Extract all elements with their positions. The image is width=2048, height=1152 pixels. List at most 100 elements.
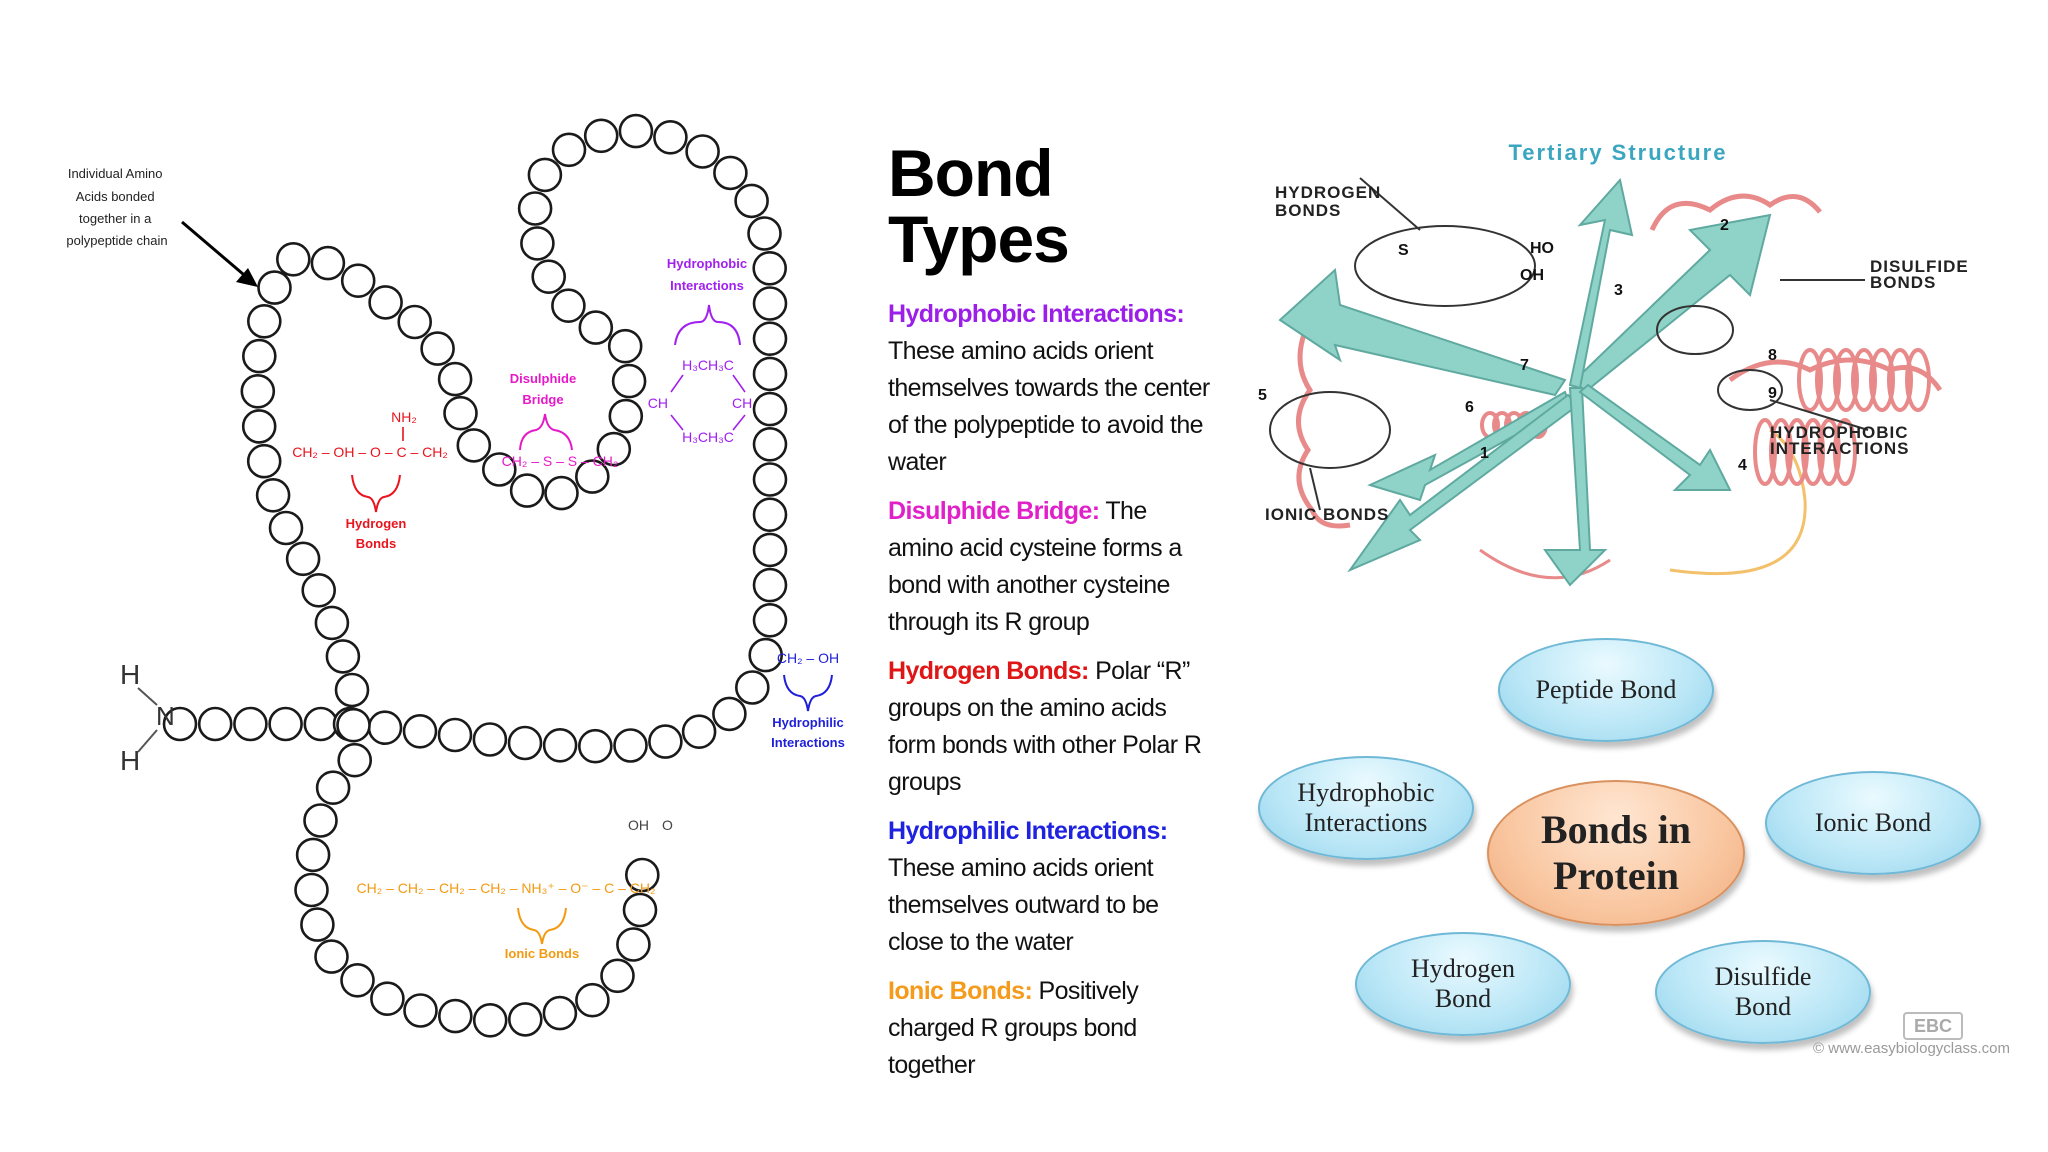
svg-text:6: 6: [1465, 399, 1474, 416]
amino-acid-bead: [748, 637, 784, 673]
amino-acid-bead: [246, 303, 282, 339]
amino-acid-bead: [301, 572, 337, 608]
amino-acid-bead: [507, 1002, 543, 1037]
amino-acid-bead: [397, 304, 433, 340]
amino-acid-bead: [303, 706, 339, 742]
helix-loop: [1801, 418, 1825, 486]
helix-loop: [1797, 348, 1823, 412]
bond-type-desc: These amino acids orient themselves outw…: [888, 854, 1159, 956]
amino-acid-bead: [752, 426, 788, 462]
amino-acid-bead: [507, 725, 543, 761]
amino-acid-bead: [233, 706, 268, 742]
amino-acid-bead: [734, 670, 770, 705]
helix-loop: [1817, 418, 1841, 486]
svg-text:H: H: [120, 745, 140, 776]
svg-text:HO: HO: [1530, 240, 1554, 257]
helix-loop: [1753, 418, 1777, 486]
svg-text:S: S: [1398, 242, 1409, 259]
amino-acid-bead: [577, 728, 613, 764]
svg-text:9: 9: [1768, 385, 1777, 402]
amino-acid-bead: [747, 216, 782, 251]
bond-types-panel: Bond Types Hydrophobic Interactions: The…: [888, 140, 1218, 1096]
amino-acid-bead: [268, 510, 304, 546]
bubble-hydrogen-bond: Hydrogen Bond: [1355, 932, 1571, 1036]
amino-acid-bead: [752, 497, 788, 533]
svg-text:4: 4: [1738, 457, 1747, 474]
note-arrow-icon: [181, 220, 258, 287]
watermark: © www.easybiologyclass.com: [1800, 1040, 2010, 1057]
copyright-icon: ©: [1813, 1040, 1825, 1057]
amino-acid-bead: [334, 672, 370, 708]
svg-text:8: 8: [1768, 347, 1777, 364]
amino-acid-bead: [527, 157, 563, 193]
amino-acid-bead: [752, 356, 788, 392]
svg-text:2: 2: [1720, 217, 1729, 234]
svg-text:Bonds: Bonds: [356, 536, 396, 551]
amino-acid-beads: [162, 113, 788, 1038]
amino-acid-bead: [596, 431, 632, 467]
ionic-bonds-label: IONIC BONDS: [1265, 505, 1389, 524]
bond-type-desc: Polar “R” groups on the amino acids form…: [888, 657, 1202, 796]
amino-acid-bead: [600, 958, 635, 994]
amino-acid-bead: [162, 706, 198, 742]
tertiary-title: Tertiary Structure: [1509, 140, 1728, 165]
amino-acid-bead: [367, 710, 403, 746]
svg-text:5: 5: [1258, 387, 1267, 404]
amino-acid-bead: [437, 361, 473, 397]
amino-acid-bead: [402, 713, 438, 749]
svg-text:H: H: [120, 659, 140, 690]
amino-acid-bead: [752, 462, 788, 497]
bubble-ionic-bond: Ionic Bond: [1765, 771, 1981, 875]
amino-acid-bead: [611, 363, 647, 399]
helix-loop: [1785, 418, 1809, 486]
helix-loop: [1887, 348, 1913, 412]
amino-acid-bead: [420, 331, 455, 366]
amino-acid-bead: [240, 373, 276, 409]
amino-acid-bead: [607, 328, 643, 364]
amino-acid-bead: [613, 728, 648, 763]
watermark-url: www.easybiologyclass.com: [1828, 1040, 2010, 1057]
amino-acid-bead: [752, 250, 788, 286]
helix-loop: [1833, 348, 1859, 412]
amino-acid-bead: [734, 183, 769, 219]
amino-acid-bead: [403, 993, 438, 1028]
amino-acid-bead: [544, 475, 579, 511]
svg-text:1: 1: [1480, 445, 1489, 462]
amino-acid-bead: [303, 803, 338, 838]
amino-acid-bead: [712, 696, 747, 732]
svg-text:Ionic Bonds: Ionic Bonds: [505, 946, 579, 961]
svg-text:N: N: [156, 701, 175, 731]
svg-text:3: 3: [1614, 282, 1623, 299]
amino-acid-bead: [472, 1002, 508, 1038]
svg-text:CH₂ – S – S – CH₂: CH₂ – S – S – CH₂: [502, 453, 619, 469]
amino-acid-bead: [583, 118, 619, 154]
bubble-hydrophobic-interactions: Hydrophobic Interactions: [1258, 756, 1474, 860]
amino-acid-bead: [520, 226, 555, 261]
amino-acid-bead: [752, 391, 788, 427]
amino-acid-bead: [542, 727, 578, 763]
svg-text:O: O: [662, 817, 673, 833]
amino-acid-bead: [472, 722, 508, 757]
amino-acid-bead: [241, 338, 277, 374]
amino-acid-bead: [437, 998, 473, 1034]
amino-acid-bead: [752, 286, 788, 321]
amino-acid-bead: [616, 927, 651, 962]
structure-arrows: [1278, 177, 1772, 587]
amino-acid-bead: [295, 837, 331, 873]
bond-type-ionic: Ionic Bonds: Positively charged R groups…: [888, 973, 1218, 1084]
svg-text:Interactions: Interactions: [670, 278, 744, 293]
bubble-bonds-in-protein: Bonds in Protein: [1487, 780, 1745, 926]
amino-acid-bead: [531, 259, 567, 295]
svg-text:CH₂ – CH₂ – CH₂ – CH₂ – NH₃⁺ –: CH₂ – CH₂ – CH₂ – CH₂ – NH₃⁺ – O⁻ – C – …: [357, 880, 656, 896]
amino-acid-bead: [551, 132, 587, 168]
bond-type-name: Hydrophilic Interactions:: [888, 817, 1168, 845]
svg-text:CH₂ – OH: CH₂ – OH: [777, 650, 839, 666]
amino-acid-bead: [285, 541, 321, 577]
amino-acid-bead: [578, 310, 614, 345]
ionic-annotation: OH O CH₂ – CH₂ – CH₂ – CH₂ – NH₃⁺ – O⁻ –…: [357, 817, 673, 961]
amino-acid-bead: [246, 443, 282, 479]
amino-acid-bead: [314, 939, 349, 974]
amino-acid-bead: [294, 872, 329, 908]
amino-acid-bead: [275, 241, 311, 277]
svg-text:OH: OH: [1520, 267, 1544, 284]
